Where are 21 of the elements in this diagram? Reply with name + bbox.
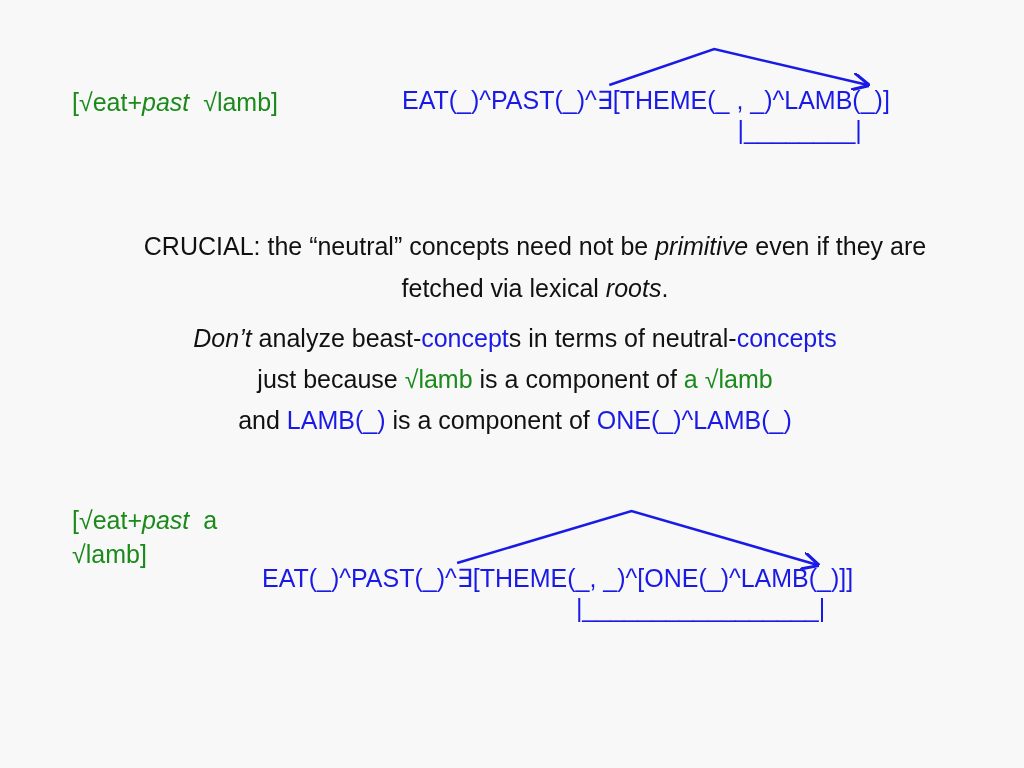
sentence-fragment: ONE(_)^LAMB(_) <box>596 406 792 434</box>
sentence-fragment: LAMB(_) <box>286 406 386 434</box>
scope-bracket: |_________________| <box>575 594 826 622</box>
sentence-fragment: concept <box>421 324 509 352</box>
sentence-fragment: and <box>238 406 280 434</box>
sentence-fragment: a √lamb <box>683 365 773 393</box>
sentence-fragment: concepts <box>736 324 837 352</box>
sentence-fragment: Don’t analyze beast- <box>193 324 422 352</box>
sentence-fragment: √lamb <box>404 365 473 393</box>
scope-arrow <box>608 47 872 92</box>
scope-arrow <box>456 509 821 571</box>
sentence-fragment: s in terms of neutral- <box>508 324 737 352</box>
root-structure: [√eat+past √lamb] <box>72 88 279 116</box>
logical-formula: EAT(_)^PAST(_)^∃[THEME(_, _)^[ONE(_)^LAMB(_)]] <box>262 564 854 592</box>
root-structure: [√eat+past a √lamb] <box>72 506 219 568</box>
note-text: CRUCIAL: the “neutral” concepts need not be primitive even if they are fetched via lexical roots. <box>143 232 927 302</box>
scope-bracket: |________| <box>737 116 862 144</box>
sentence-fragment: is a component of <box>392 406 590 434</box>
sentence-fragment: just because <box>257 365 398 393</box>
sentence-fragment: is a component of <box>479 365 677 393</box>
logical-formula: EAT(_)^PAST(_)^∃[THEME(_ , _)^LAMB(_)] <box>402 86 890 114</box>
